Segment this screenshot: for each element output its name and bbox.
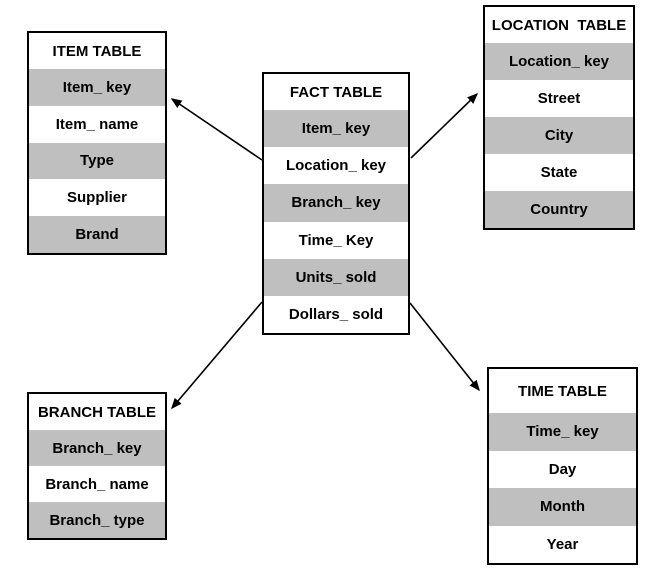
- arrow-fact-to-location: [410, 92, 479, 159]
- field-row: Units_ sold: [264, 258, 408, 296]
- table-title: ITEM TABLE: [29, 33, 165, 69]
- table-title: TIME TABLE: [489, 369, 636, 413]
- field-row: Street: [485, 80, 633, 117]
- field-row: Item_ key: [264, 110, 408, 148]
- field-row: Month: [489, 488, 636, 526]
- field-row: Item_ name: [29, 105, 165, 143]
- field-row: Branch_ type: [29, 502, 165, 538]
- table-title: BRANCH TABLE: [29, 394, 165, 430]
- field-row: Location_ key: [485, 43, 633, 80]
- field-row: Branch_ key: [29, 430, 165, 466]
- field-row: Brand: [29, 216, 165, 253]
- field-row: Time_ key: [489, 413, 636, 451]
- field-row: Item_ key: [29, 69, 165, 106]
- field-row: City: [485, 117, 633, 154]
- field-row: Day: [489, 450, 636, 488]
- field-row: Country: [485, 191, 633, 228]
- table-title: LOCATION TABLE: [485, 7, 633, 43]
- field-row: Time_ Key: [264, 221, 408, 259]
- table-title: FACT TABLE: [264, 74, 408, 110]
- arrow-fact-to-branch: [171, 301, 263, 410]
- field-row: Location_ key: [264, 147, 408, 185]
- arrow-fact-to-time: [409, 302, 480, 392]
- field-row: State: [485, 154, 633, 191]
- field-row: Branch_ key: [264, 184, 408, 222]
- field-row: Type: [29, 142, 165, 180]
- field-row: Dollars_ sold: [264, 295, 408, 334]
- arrow-fact-to-item: [170, 98, 263, 161]
- field-row: Year: [489, 525, 636, 563]
- field-row: Supplier: [29, 179, 165, 217]
- field-row: Branch_ name: [29, 466, 165, 502]
